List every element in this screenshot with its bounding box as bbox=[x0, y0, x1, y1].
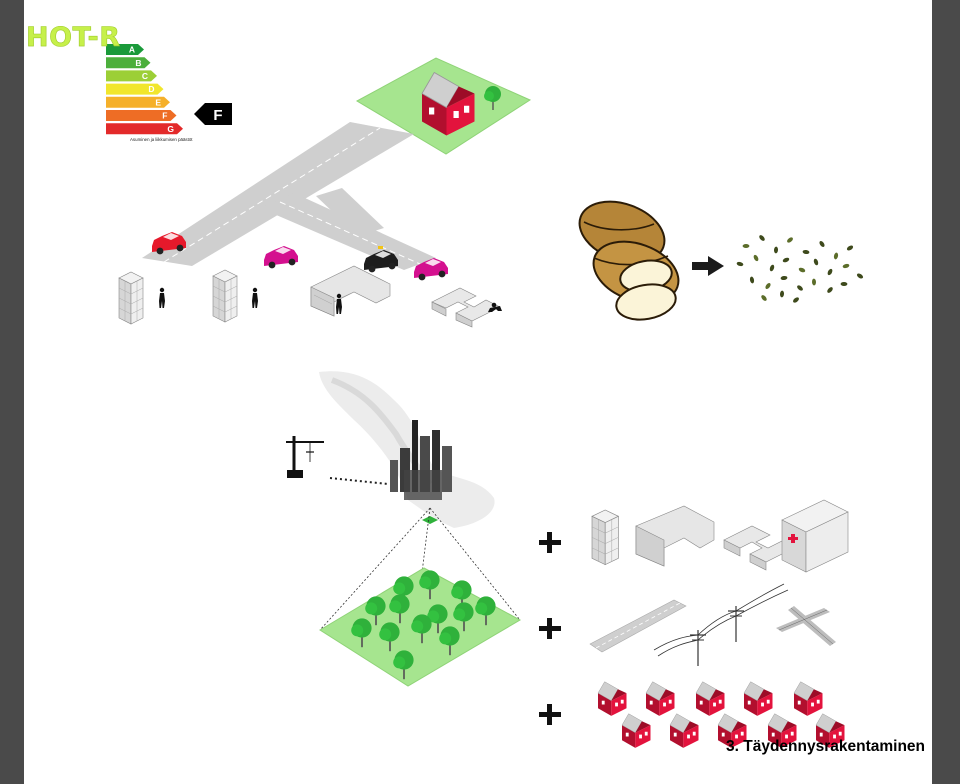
crumb bbox=[813, 258, 819, 266]
energy-class-d: D bbox=[106, 83, 164, 95]
plus-sign-infrastructure bbox=[539, 618, 561, 639]
rating-arrow: F bbox=[194, 103, 232, 125]
crumb bbox=[819, 240, 825, 248]
crumb bbox=[833, 252, 839, 260]
baby-crawling-icon bbox=[488, 302, 502, 312]
energy-class-c: C bbox=[106, 70, 157, 82]
bread-loaf-icon bbox=[578, 200, 680, 321]
energy-class-letter: C bbox=[142, 71, 148, 81]
crumb bbox=[793, 297, 799, 303]
crumb bbox=[827, 268, 833, 276]
office-building-icon bbox=[212, 269, 238, 323]
crumb bbox=[765, 283, 771, 289]
energy-class-g: G bbox=[106, 123, 183, 135]
crumb bbox=[749, 276, 755, 284]
energy-class-letter: A bbox=[129, 45, 135, 55]
house-icon bbox=[669, 713, 699, 749]
crumb bbox=[802, 249, 810, 255]
plus-sign-buildings bbox=[539, 532, 561, 553]
crumb bbox=[840, 281, 848, 287]
road-network bbox=[142, 122, 436, 270]
person-icon bbox=[159, 287, 165, 308]
crumb bbox=[811, 278, 817, 286]
house-icon bbox=[695, 681, 725, 717]
arrow-right-icon bbox=[692, 256, 724, 276]
rating-arrow-letter: F bbox=[213, 107, 222, 124]
crumb bbox=[856, 273, 864, 279]
crumb bbox=[769, 264, 775, 272]
energy-class-f: F bbox=[106, 110, 177, 121]
crumb bbox=[759, 235, 765, 241]
crumb bbox=[761, 295, 767, 301]
office-building-icon bbox=[118, 271, 144, 325]
crumb bbox=[753, 254, 759, 262]
energy-class-letter: G bbox=[167, 124, 174, 134]
crumb bbox=[742, 244, 750, 248]
hospital-building-icon bbox=[781, 499, 849, 573]
crumb bbox=[773, 246, 779, 254]
road-segment-icon bbox=[589, 599, 687, 653]
crumb bbox=[736, 261, 744, 267]
energy-class-letter: D bbox=[148, 84, 154, 94]
energy-class-a: A bbox=[106, 44, 144, 55]
u-shaped-building-icon bbox=[635, 505, 715, 567]
energy-class-letter: B bbox=[135, 58, 141, 68]
hot-r-logo: HOT-R bbox=[26, 22, 121, 54]
house-icon bbox=[597, 681, 627, 717]
road-intersection-icon bbox=[776, 606, 836, 646]
city-skyline-icon bbox=[390, 420, 452, 524]
construction-crane-icon bbox=[286, 436, 324, 478]
energy-scale-footnote: Asuminen ja liikkumisen päästöt bbox=[130, 137, 193, 142]
energy-class-letter: E bbox=[155, 97, 161, 107]
energy-class-b: B bbox=[106, 57, 151, 69]
car-icon bbox=[264, 246, 298, 269]
energy-class-letter: F bbox=[162, 111, 167, 121]
crumb bbox=[779, 290, 785, 298]
energy-class-e: E bbox=[106, 96, 170, 108]
house-plot bbox=[355, 57, 532, 155]
crumb bbox=[797, 285, 803, 291]
crumb bbox=[827, 287, 833, 293]
office-building-icon bbox=[591, 509, 619, 565]
house-icon bbox=[793, 681, 823, 717]
crumb bbox=[798, 267, 806, 273]
crumb bbox=[842, 263, 850, 269]
plus-sign-houses bbox=[539, 704, 561, 725]
h-shaped-building-icon bbox=[431, 287, 501, 328]
power-lines-icon bbox=[653, 583, 789, 667]
house-icon bbox=[621, 713, 651, 749]
crumb bbox=[787, 237, 793, 243]
figure-caption: 3. Täydennysrakentaminen bbox=[726, 738, 925, 755]
bread-crumbs-icon bbox=[736, 235, 864, 303]
person-walking-icon bbox=[252, 287, 258, 308]
dotted-arrow bbox=[329, 477, 389, 485]
crumb bbox=[782, 257, 790, 263]
crumb bbox=[846, 245, 854, 251]
house-icon bbox=[743, 681, 773, 717]
crumb bbox=[780, 275, 788, 281]
u-shaped-building-icon bbox=[310, 265, 391, 317]
forest-plot bbox=[319, 507, 522, 687]
house-icon bbox=[645, 681, 675, 717]
